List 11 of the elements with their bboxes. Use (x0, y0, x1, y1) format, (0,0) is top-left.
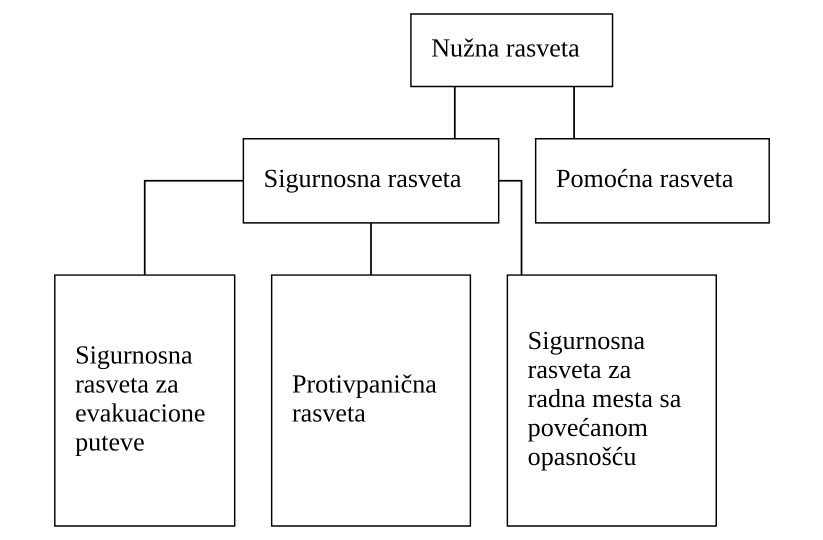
node-box: Sigurnosna rasveta za radna mesta sa povećanom opasnošću (506, 274, 716, 527)
node-box: Sigurnosna rasveta za evakuacione puteve (54, 274, 235, 527)
node-box: Pomoćna rasveta (534, 138, 770, 224)
connector (453, 86, 456, 139)
node-box: Sigurnosna rasveta (242, 138, 499, 224)
node-box: Protivpanična rasveta (270, 274, 471, 527)
connector (143, 180, 243, 275)
connector (572, 86, 574, 139)
node-box: Nužna rasveta (410, 13, 613, 88)
connector (370, 223, 372, 276)
connector (498, 180, 522, 275)
